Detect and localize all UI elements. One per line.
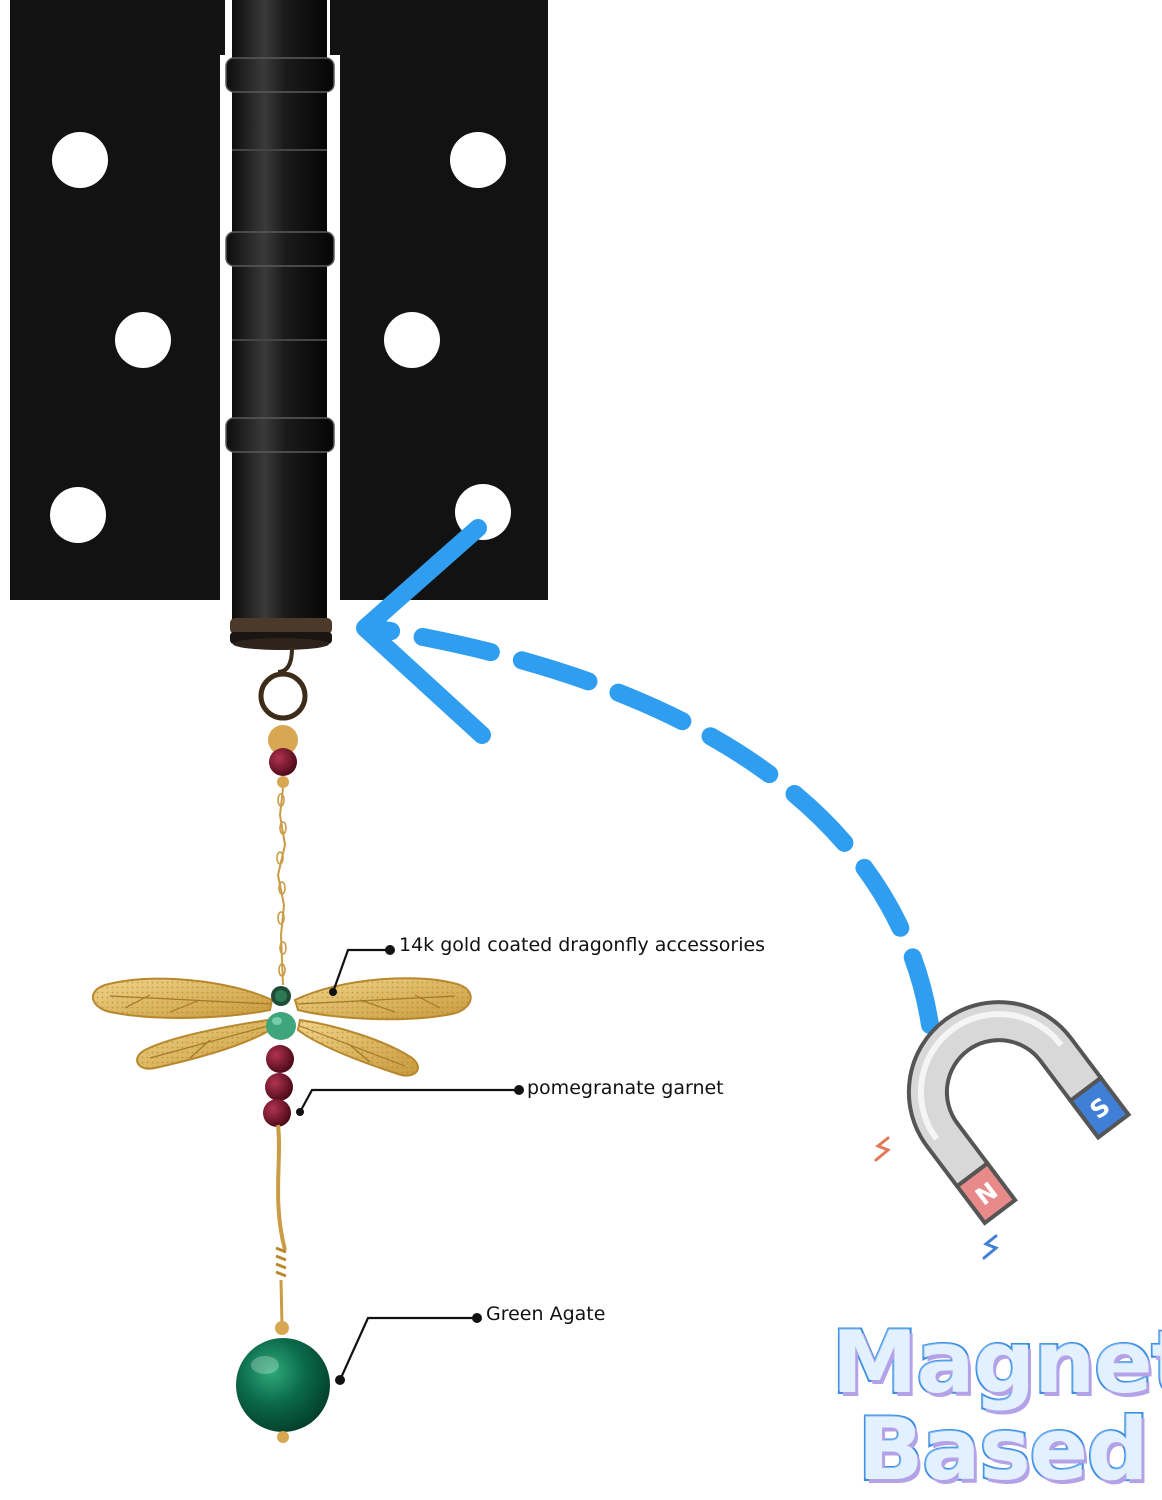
screw-hole-icon — [50, 487, 106, 543]
callout-agate-label: Green Agate — [486, 1303, 606, 1325]
screw-hole-icon — [450, 132, 506, 188]
callout-garnet-label: pomegranate garnet — [527, 1077, 724, 1099]
callout-dot — [472, 1313, 482, 1323]
screw-hole-icon — [115, 312, 171, 368]
hinge-barrel — [225, 0, 335, 650]
screw-hole-icon — [52, 132, 108, 188]
gold-chain — [276, 787, 287, 986]
gold-bead — [268, 725, 298, 755]
dragonfly-wings — [92, 977, 472, 1077]
dragonfly-pendant — [92, 647, 472, 1443]
callout-dot — [514, 1085, 524, 1095]
dragonfly-body — [263, 986, 296, 1335]
callout-dot — [385, 945, 395, 955]
callout-dragonfly-label: 14k gold coated dragonfly accessories — [399, 934, 766, 956]
hook — [277, 647, 294, 674]
leader-garnet — [299, 1088, 519, 1113]
screw-holes — [50, 132, 511, 543]
magnet-north-pole — [954, 1160, 1018, 1226]
jump-ring — [258, 671, 308, 721]
hinge-right-leaf — [330, 0, 548, 600]
spark-icons — [874, 1136, 999, 1260]
dragonfly-tail — [276, 1124, 287, 1251]
screw-hole-icon — [384, 312, 440, 368]
callout-leaders — [299, 948, 519, 1381]
arrow-head-icon — [356, 519, 491, 744]
callout-dot — [335, 1375, 345, 1385]
hinge-left-leaf — [10, 0, 225, 600]
callout-dot — [329, 988, 337, 996]
headline-based: Based — [856, 1400, 1151, 1500]
leader-dragonfly — [331, 948, 390, 993]
headline-magnet: Magnet — [830, 1313, 1162, 1413]
agate-thorax-bead — [266, 1012, 296, 1040]
callout-dot — [296, 1108, 304, 1116]
magnet-south-pole — [1067, 1075, 1132, 1141]
horseshoe-magnet-icon: N S — [906, 1000, 1132, 1226]
leader-agate — [338, 1316, 477, 1381]
green-agate-ball — [236, 1338, 330, 1432]
garnet-bead-top — [269, 748, 297, 776]
garnet-bead — [266, 1045, 294, 1073]
garnet-bead — [263, 1099, 291, 1127]
garnet-bead — [265, 1073, 293, 1101]
door-hinge — [10, 0, 548, 650]
curved-arrow-icon — [356, 519, 939, 1034]
